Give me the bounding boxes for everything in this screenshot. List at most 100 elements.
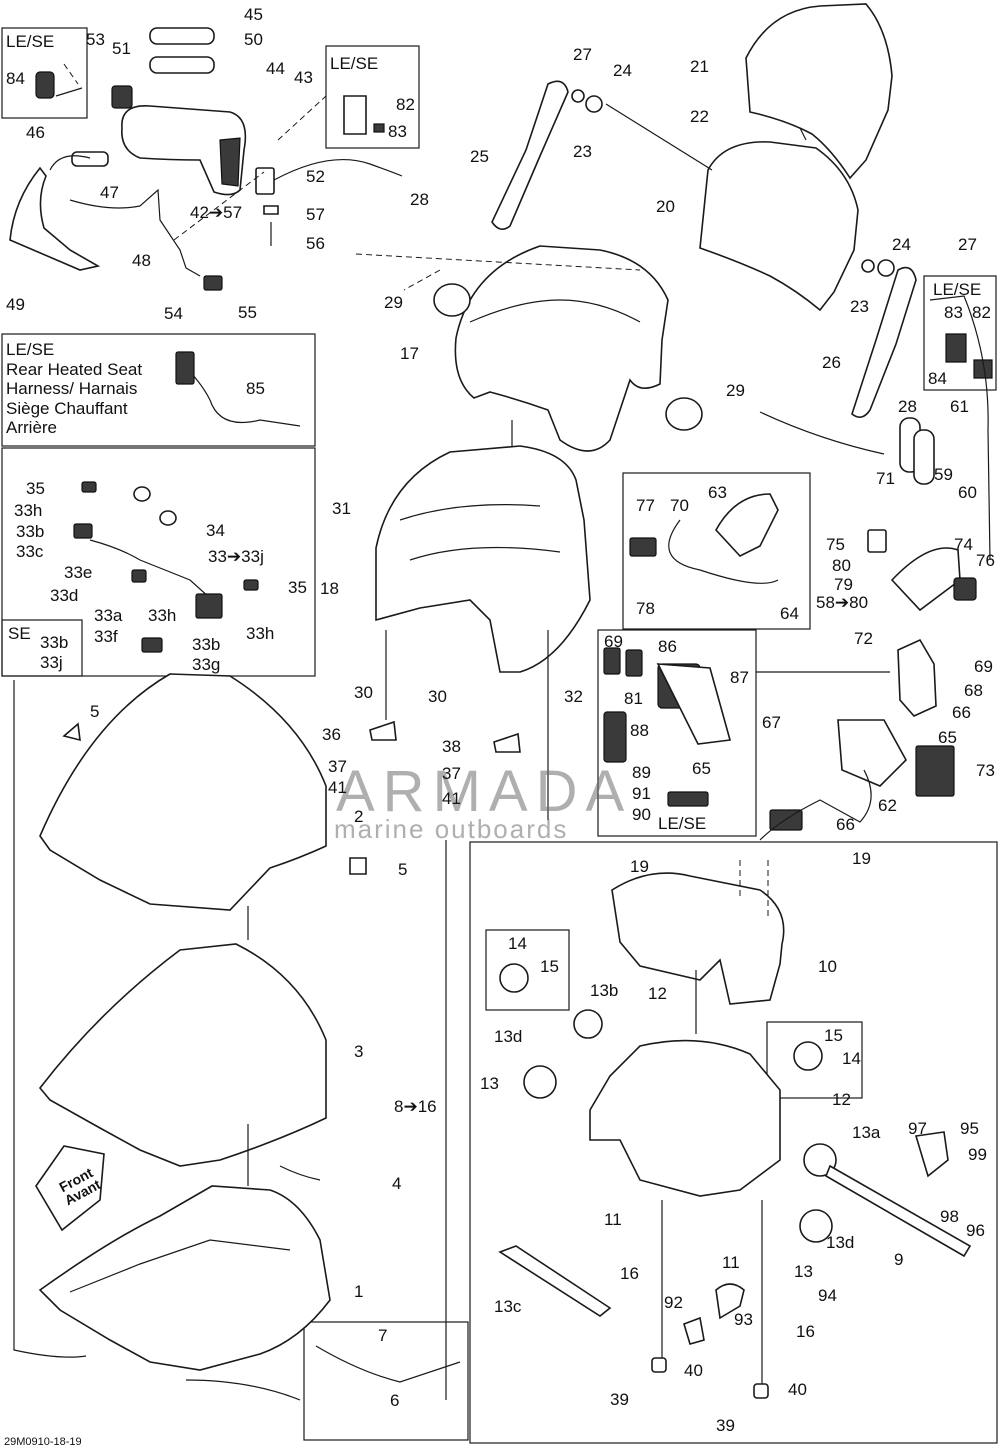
callout-68: 68 — [964, 681, 983, 700]
callout-91: 91 — [632, 784, 651, 803]
box-se — [1, 619, 83, 677]
callout-70: 70 — [670, 496, 689, 515]
callout-39-left: 39 — [610, 1390, 629, 1409]
callout-62: 62 — [878, 796, 897, 815]
callout-8-16: 8➔16 — [394, 1097, 437, 1116]
callout-78: 78 — [636, 599, 655, 618]
callout-34: 34 — [206, 521, 225, 540]
callout-64: 64 — [780, 604, 799, 623]
callout-65-left: 65 — [692, 759, 711, 778]
callout-46: 46 — [26, 123, 45, 142]
box-title-top-left: LE/SE — [6, 32, 55, 51]
callout-30-left: 30 — [354, 683, 373, 702]
callout-65-right: 65 — [938, 728, 957, 747]
callout-57: 57 — [306, 205, 325, 224]
callout-69-right: 69 — [974, 657, 993, 676]
callout-27-top: 27 — [573, 45, 592, 64]
callout-45: 45 — [244, 5, 263, 24]
callout-23-right: 23 — [850, 297, 869, 316]
box-frames — [1, 27, 998, 1444]
harness — [73, 351, 301, 653]
callout-67: 67 — [762, 713, 781, 732]
callout-35-right: 35 — [288, 578, 307, 597]
callout-25: 25 — [470, 147, 489, 166]
callout-88: 88 — [630, 721, 649, 740]
callout-12-top: 12 — [648, 984, 667, 1003]
heated-seat-line-2: Rear Heated Seat — [6, 359, 143, 379]
callout-21: 21 — [690, 57, 709, 76]
callout-97: 97 — [908, 1119, 927, 1138]
callout-13d-left: 13d — [494, 1027, 523, 1046]
callout-9: 9 — [894, 1250, 904, 1269]
callout-37-mid: 37 — [442, 764, 461, 783]
callout-13d-right: 13d — [826, 1233, 855, 1252]
callout-13-left: 13 — [480, 1074, 499, 1093]
callout-60: 60 — [958, 483, 977, 502]
callout-14-right: 14 — [842, 1049, 861, 1068]
covers-and-base — [13, 673, 461, 1401]
callout-42-57: 42➔57 — [190, 203, 243, 222]
box-right-le-se — [923, 275, 997, 391]
box-hose — [303, 1321, 469, 1441]
heated-seat-title: LE/SE Rear Heated Seat Harness/ Harnais … — [6, 340, 142, 438]
callout-95: 95 — [960, 1119, 979, 1138]
callout-43: 43 — [294, 68, 313, 87]
callout-66-b: 66 — [836, 815, 855, 834]
heated-seat-line-4: Siège Chauffant — [6, 398, 128, 418]
base-assembly — [498, 860, 972, 1399]
callout-33a: 33a — [94, 606, 123, 625]
heated-seat-line-5: Arrière — [6, 418, 58, 437]
heated-seat-line-3: Harness/ Harnais — [6, 379, 138, 398]
box-title-top-mid: LE/SE — [330, 54, 379, 73]
leader-lines — [279, 295, 991, 1400]
callout-33b-se: 33b — [40, 633, 69, 652]
callout-74: 74 — [954, 535, 973, 554]
callout-33h-mid: 33h — [148, 606, 177, 625]
box-title-le-se-bottom: LE/SE — [658, 814, 707, 833]
callout-1: 1 — [354, 1282, 364, 1301]
callout-87: 87 — [730, 668, 749, 687]
callout-28-right: 28 — [898, 397, 917, 416]
callout-44: 44 — [266, 59, 285, 78]
callout-86: 86 — [658, 637, 677, 656]
callout-22: 22 — [690, 107, 709, 126]
callout-58-80: 58➔80 — [816, 593, 869, 612]
callout-33f: 33f — [94, 627, 118, 646]
callout-29-left: 29 — [384, 293, 403, 312]
callout-75: 75 — [826, 535, 845, 554]
callout-66-a: 66 — [952, 703, 971, 722]
callout-84-right: 84 — [928, 369, 947, 388]
callout-71: 71 — [876, 469, 895, 488]
callout-61: 61 — [950, 397, 969, 416]
callout-12-right: 12 — [832, 1090, 851, 1109]
callout-52: 52 — [306, 167, 325, 186]
callout-49: 49 — [6, 295, 25, 314]
watermark-tagline: marine outboards — [334, 814, 569, 844]
callout-33h-right: 33h — [246, 624, 275, 643]
callout-33b-top: 33b — [16, 522, 45, 541]
callout-17: 17 — [400, 344, 419, 363]
callout-33d: 33d — [50, 586, 79, 605]
callout-94: 94 — [818, 1286, 837, 1305]
callout-4: 4 — [392, 1174, 402, 1193]
callout-26: 26 — [822, 353, 841, 372]
box-title-se: SE — [8, 624, 31, 643]
box-top-left — [1, 27, 88, 119]
callout-20: 20 — [656, 197, 675, 216]
callout-81: 81 — [624, 689, 643, 708]
callout-24-right: 24 — [892, 235, 911, 254]
callout-32: 32 — [564, 687, 583, 706]
box-heated-seat — [1, 333, 316, 447]
callout-13b: 13b — [590, 981, 619, 1000]
callout-23-top: 23 — [573, 142, 592, 161]
box-heater-controls — [622, 472, 811, 630]
callout-13c: 13c — [494, 1297, 522, 1316]
seat-assembly — [355, 245, 703, 820]
handle-assembly — [9, 27, 403, 291]
callout-50: 50 — [244, 30, 263, 49]
callout-15-left: 15 — [540, 957, 559, 976]
box-bearing-14b — [766, 1021, 863, 1099]
callout-2: 2 — [354, 807, 364, 826]
callout-35-top: 35 — [26, 479, 45, 498]
callout-6: 6 — [390, 1391, 400, 1410]
